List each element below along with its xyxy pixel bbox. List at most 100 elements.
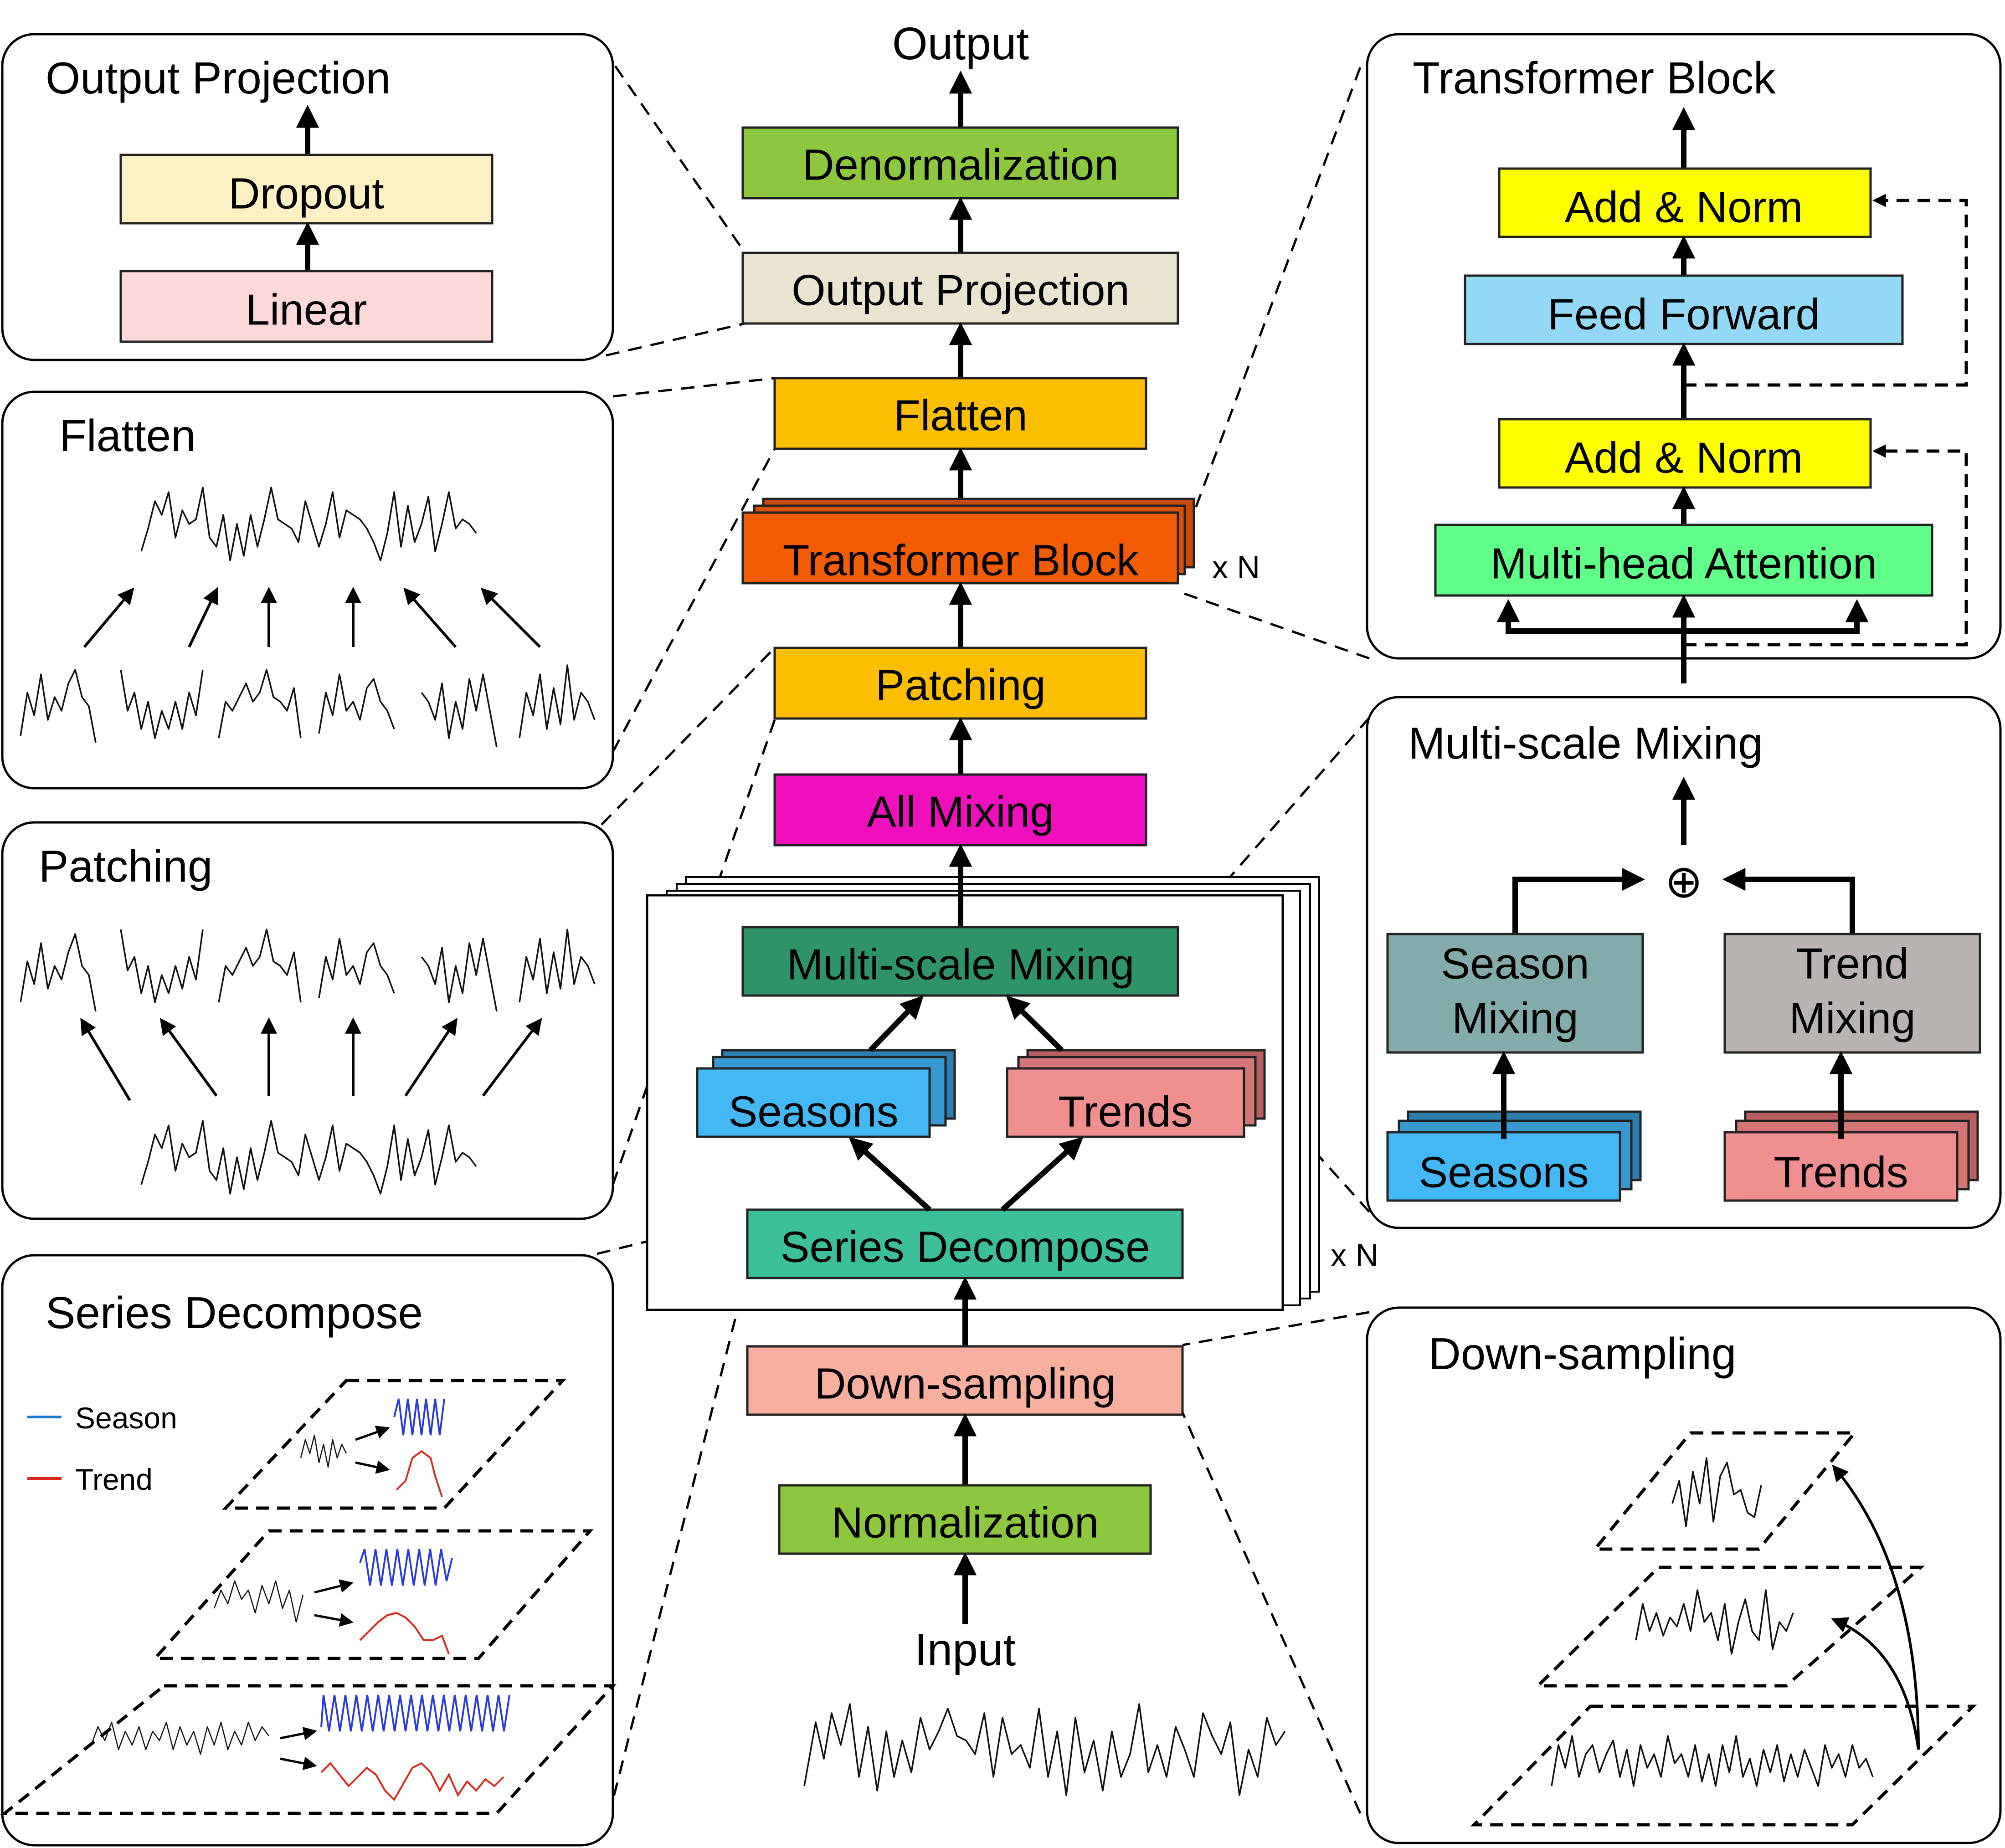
downsample-plane-middle [1534,1566,1925,1688]
series-decompose-label: Series Decompose [780,1223,1150,1272]
normalization-label: Normalization [832,1499,1099,1547]
input-series-wave [803,1703,1286,1796]
linear-label: Linear [246,286,367,334]
seasons-box [696,1067,931,1138]
patching-patch-wave-1 [20,933,97,1012]
decompose-top-trend-wave [396,1450,443,1497]
output-projection-label: Output Projection [792,266,1130,315]
flatten-merged-wave [140,487,477,561]
flatten-patch-wave-4 [318,673,395,734]
feed-forward-box [1464,274,1904,345]
mha-box [1434,524,1933,597]
downsample-plane-top [1591,1431,1858,1551]
panel-series-decompose: Series Decompose Season Trend [0,1254,617,1847]
panel-seasons-label: Seasons [1419,1148,1589,1197]
trend-legend-label: Trend [75,1463,153,1496]
decompose-middle-season-wave [359,1549,453,1586]
all-mixing-box [773,773,1147,847]
flatten-patch-wave-6 [519,664,596,739]
decompose-bottom-input-wave [90,1721,269,1755]
decompose-top-season-wave [393,1398,445,1436]
season-legend-label: Season [75,1401,177,1435]
add-norm-top-box [1498,167,1872,238]
transformer-repeat-label: x N [1212,549,1260,585]
patching-patch-wave-5 [421,938,498,1012]
flatten-patch-wave-3 [218,669,302,739]
panel-down-sampling-title: Down-sampling [1429,1329,1736,1379]
patching-patch-wave-6 [519,929,596,1003]
downsample-top-wave [1671,1457,1762,1527]
panel-output-projection: Output Projection Dropout Linear [1,33,614,361]
flatten-patch-wave-5 [421,673,498,748]
output-projection-box [741,252,1179,325]
multiscale-mixing-label: Multi-scale Mixing [787,940,1135,989]
trends-box [1006,1067,1245,1138]
down-sampling-box [746,1345,1184,1416]
trend-mixing-box [1723,933,1981,1054]
panel-output-projection-title: Output Projection [46,53,391,103]
panel-down-sampling: Down-sampling [1366,1306,2002,1844]
downsample-bottom-wave [1551,1735,1874,1787]
denormalization-box [741,126,1179,200]
dropout-label: Dropout [228,169,384,218]
patching-patch-wave-4 [318,938,395,998]
add-norm-top-label: Add & Norm [1565,183,1803,232]
decompose-middle-input-wave [213,1580,304,1623]
decompose-plane-bottom [0,1684,617,1815]
patching-patch-wave-3 [218,929,302,1003]
transformer-block-box [741,511,1179,585]
panel-multiscale-title: Multi-scale Mixing [1408,718,1763,768]
mixing-repeat-label: x N [1331,1237,1378,1273]
oplus-symbol: ⊕ [1665,856,1703,907]
patching-merged-wave [140,1120,477,1195]
normalization-box [778,1484,1152,1555]
add-norm-bottom-label: Add & Norm [1565,434,1803,483]
trend-mixing-label-2: Mixing [1789,994,1915,1043]
input-label: Input [915,1624,1016,1675]
down-sampling-label: Down-sampling [814,1360,1116,1408]
patching-label: Patching [875,661,1046,710]
decompose-middle-trend-wave [359,1612,450,1654]
decompose-bottom-season-wave [320,1694,510,1732]
trend-mixing-label-1: Trend [1796,939,1908,988]
linear-box [119,270,494,343]
seasons-label: Seasons [728,1088,899,1136]
flatten-box [773,377,1147,450]
season-mixing-label-1: Season [1441,939,1589,988]
decompose-plane-middle [151,1529,594,1660]
panel-flatten: Flatten [1,390,614,790]
panel-seasons-box [1386,1131,1621,1202]
multiscale-mixing-box [741,926,1179,997]
flatten-label: Flatten [894,391,1027,440]
season-mixing-label-2: Mixing [1452,994,1578,1043]
panel-trends-label: Trends [1774,1148,1908,1197]
mha-label: Multi-head Attention [1491,539,1877,588]
panel-patching-title: Patching [39,841,212,891]
decompose-top-input-wave [300,1434,347,1468]
series-decompose-box [746,1208,1184,1279]
panel-series-decompose-title: Series Decompose [46,1288,423,1338]
downsample-plane-bottom [1470,1704,1977,1827]
patching-patch-wave-2 [120,929,204,1003]
all-mixing-label: All Mixing [867,788,1054,837]
season-mixing-box [1386,933,1644,1054]
flatten-patch-wave-1 [20,669,97,743]
trends-label: Trends [1058,1088,1193,1136]
denormalization-label: Denormalization [802,141,1119,190]
output-label: Output [892,18,1029,69]
decompose-bottom-trend-wave [320,1762,504,1802]
downsample-middle-wave [1635,1589,1794,1655]
main-pipeline: Output Denormalization Output Projection… [646,18,1378,1796]
panel-transformer-title: Transformer Block [1413,53,1776,103]
transformer-block-label: Transformer Block [783,536,1139,585]
panel-flatten-title: Flatten [59,411,196,461]
feed-forward-label: Feed Forward [1547,290,1820,339]
panel-transformer-block: Transformer Block Add & Norm Feed Forwar… [1366,33,2002,683]
panel-patching: Patching [1,821,614,1220]
add-norm-bottom-box [1498,418,1872,489]
dropout-box [119,154,494,225]
panel-trends-box [1723,1131,1959,1202]
panel-multiscale-mixing: Multi-scale Mixing ⊕ Season Mixing Trend… [1366,696,2002,1229]
flatten-patch-wave-2 [120,669,204,739]
